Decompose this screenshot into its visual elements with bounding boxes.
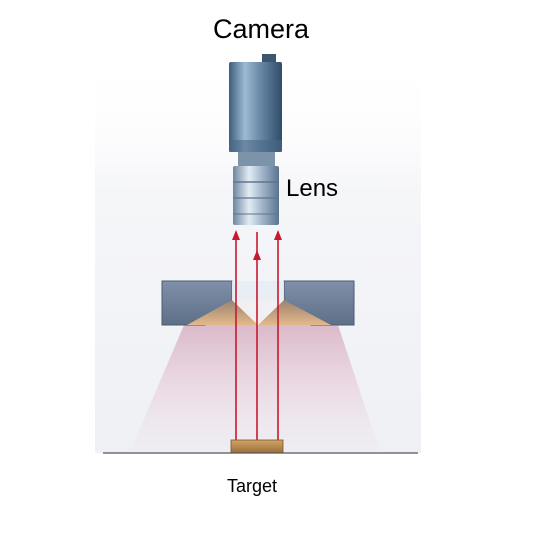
lens-barrel	[233, 166, 279, 225]
camera-base-band	[229, 140, 282, 152]
light-rays	[232, 230, 282, 447]
ray-center-arrow	[253, 250, 261, 260]
illumination-cone	[130, 325, 380, 452]
target-label: Target	[227, 476, 278, 496]
reflector-left	[187, 300, 258, 325]
ray-left-arrow	[232, 230, 240, 240]
lens	[233, 152, 279, 225]
reflector-right	[258, 300, 331, 325]
center-opening	[232, 300, 284, 325]
housing-aperture	[232, 281, 284, 300]
camera-connector	[262, 54, 276, 63]
target-part	[230, 439, 284, 454]
ray-right-arrow	[274, 230, 282, 240]
camera	[229, 54, 282, 152]
camera-label: Camera	[213, 14, 310, 44]
camera-body	[229, 62, 282, 152]
lens-mount	[238, 152, 275, 166]
lens-label: Lens	[286, 175, 339, 202]
light-housing	[161, 280, 355, 326]
